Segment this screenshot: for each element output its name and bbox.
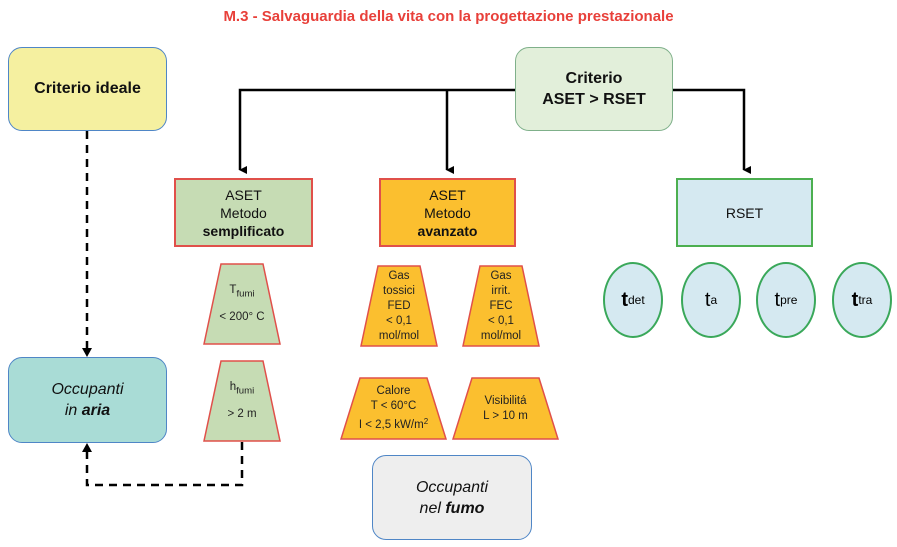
symbol: t bbox=[851, 288, 859, 311]
occupanti-aria-box: Occupanti in aria bbox=[8, 357, 167, 443]
text-line: tossici bbox=[383, 284, 415, 297]
text-line: mol/mol bbox=[378, 329, 420, 342]
gas-irritanti-criterion: Gas irrit. FEC < 0,1 mol/mol bbox=[462, 265, 540, 347]
aset-label: ASET bbox=[225, 186, 262, 203]
metodo-label: Metodo bbox=[424, 204, 471, 221]
symbol: t bbox=[621, 288, 628, 311]
text-line: Gas bbox=[388, 269, 410, 282]
aria-text: aria bbox=[81, 402, 111, 419]
text-line: irrit. bbox=[491, 284, 511, 297]
criterio-aset-box: Criterio ASET > RSET bbox=[515, 47, 673, 131]
text-line: Gas bbox=[490, 269, 512, 282]
aset-avanzato-box: ASET Metodo avanzato bbox=[379, 178, 516, 247]
superscript: 2 bbox=[423, 416, 429, 426]
occupanti-label: Occupanti bbox=[51, 381, 124, 398]
rset-label: RSET bbox=[725, 204, 764, 221]
t-fumi-value: < 200° C bbox=[219, 310, 265, 323]
criterio-ideale-box: Criterio ideale bbox=[8, 47, 167, 131]
visibilita-criterion: Visibilitá L > 10 m bbox=[452, 377, 559, 440]
metodo-label: Metodo bbox=[220, 204, 267, 221]
subscript: fumi bbox=[236, 288, 255, 300]
in-aria-label: in aria bbox=[65, 400, 110, 421]
rset-box: RSET bbox=[676, 178, 813, 247]
text-line: < 0,1 bbox=[386, 314, 412, 327]
connector-line bbox=[238, 88, 515, 174]
h-fumi-value: > 2 m bbox=[227, 407, 257, 420]
diagram-title: M.3 - Salvaguardia della vita con la pro… bbox=[223, 8, 674, 25]
subscript: det bbox=[627, 293, 645, 307]
occupanti-label: Occupanti bbox=[415, 478, 489, 496]
text-line: I < 2,5 kW/m2 bbox=[359, 414, 428, 434]
text-line: T < 60°C bbox=[370, 399, 417, 412]
calore-criterion: Calore T < 60°C I < 2,5 kW/m2 bbox=[340, 377, 447, 440]
aset-label: ASET bbox=[429, 186, 466, 203]
text: in bbox=[64, 402, 82, 419]
gas-tossici-criterion: Gas tossici FED < 0,1 mol/mol bbox=[360, 265, 438, 347]
symbol: h bbox=[229, 381, 237, 394]
text-line: FEC bbox=[489, 299, 513, 312]
symbol: T bbox=[229, 284, 237, 297]
text-line: < 0,1 bbox=[488, 314, 514, 327]
text-line: Calore bbox=[376, 384, 411, 397]
symbol: t bbox=[704, 288, 711, 311]
h-fumi-symbol: hfumi bbox=[230, 380, 255, 398]
connector-line bbox=[673, 88, 751, 174]
nel-fumo-label: nel fumo bbox=[420, 498, 485, 519]
symbol: t bbox=[774, 288, 781, 311]
criterio-aset-line2: ASET > RSET bbox=[542, 91, 646, 108]
aset-semplificato-box: ASET Metodo semplificato bbox=[174, 178, 313, 247]
subscript: a bbox=[710, 293, 718, 307]
t-fumi-symbol: Tfumi bbox=[229, 283, 254, 301]
dashed-connector bbox=[85, 442, 244, 487]
criterio-aset-line1: Criterio bbox=[565, 70, 623, 87]
criterio-ideale-label: Criterio ideale bbox=[34, 80, 141, 97]
subscript: fumi bbox=[236, 385, 255, 397]
subscript: tra bbox=[858, 293, 873, 307]
subscript: pre bbox=[780, 293, 798, 307]
fumo-text: fumo bbox=[445, 499, 485, 517]
semplificato-label: semplificato bbox=[202, 222, 285, 239]
text: nel bbox=[419, 499, 446, 517]
occupanti-fumo-box: Occupanti nel fumo bbox=[372, 455, 532, 540]
t-fumi-criterion: Tfumi < 200° C bbox=[203, 263, 281, 345]
text: I < 2,5 kW/m bbox=[358, 419, 424, 432]
text-line: L > 10 m bbox=[483, 409, 528, 422]
avanzato-label: avanzato bbox=[417, 222, 478, 239]
text-line: Visibilitá bbox=[484, 394, 527, 407]
text-line: mol/mol bbox=[480, 329, 522, 342]
text-line: FED bbox=[387, 299, 411, 312]
h-fumi-criterion: hfumi > 2 m bbox=[203, 360, 281, 442]
